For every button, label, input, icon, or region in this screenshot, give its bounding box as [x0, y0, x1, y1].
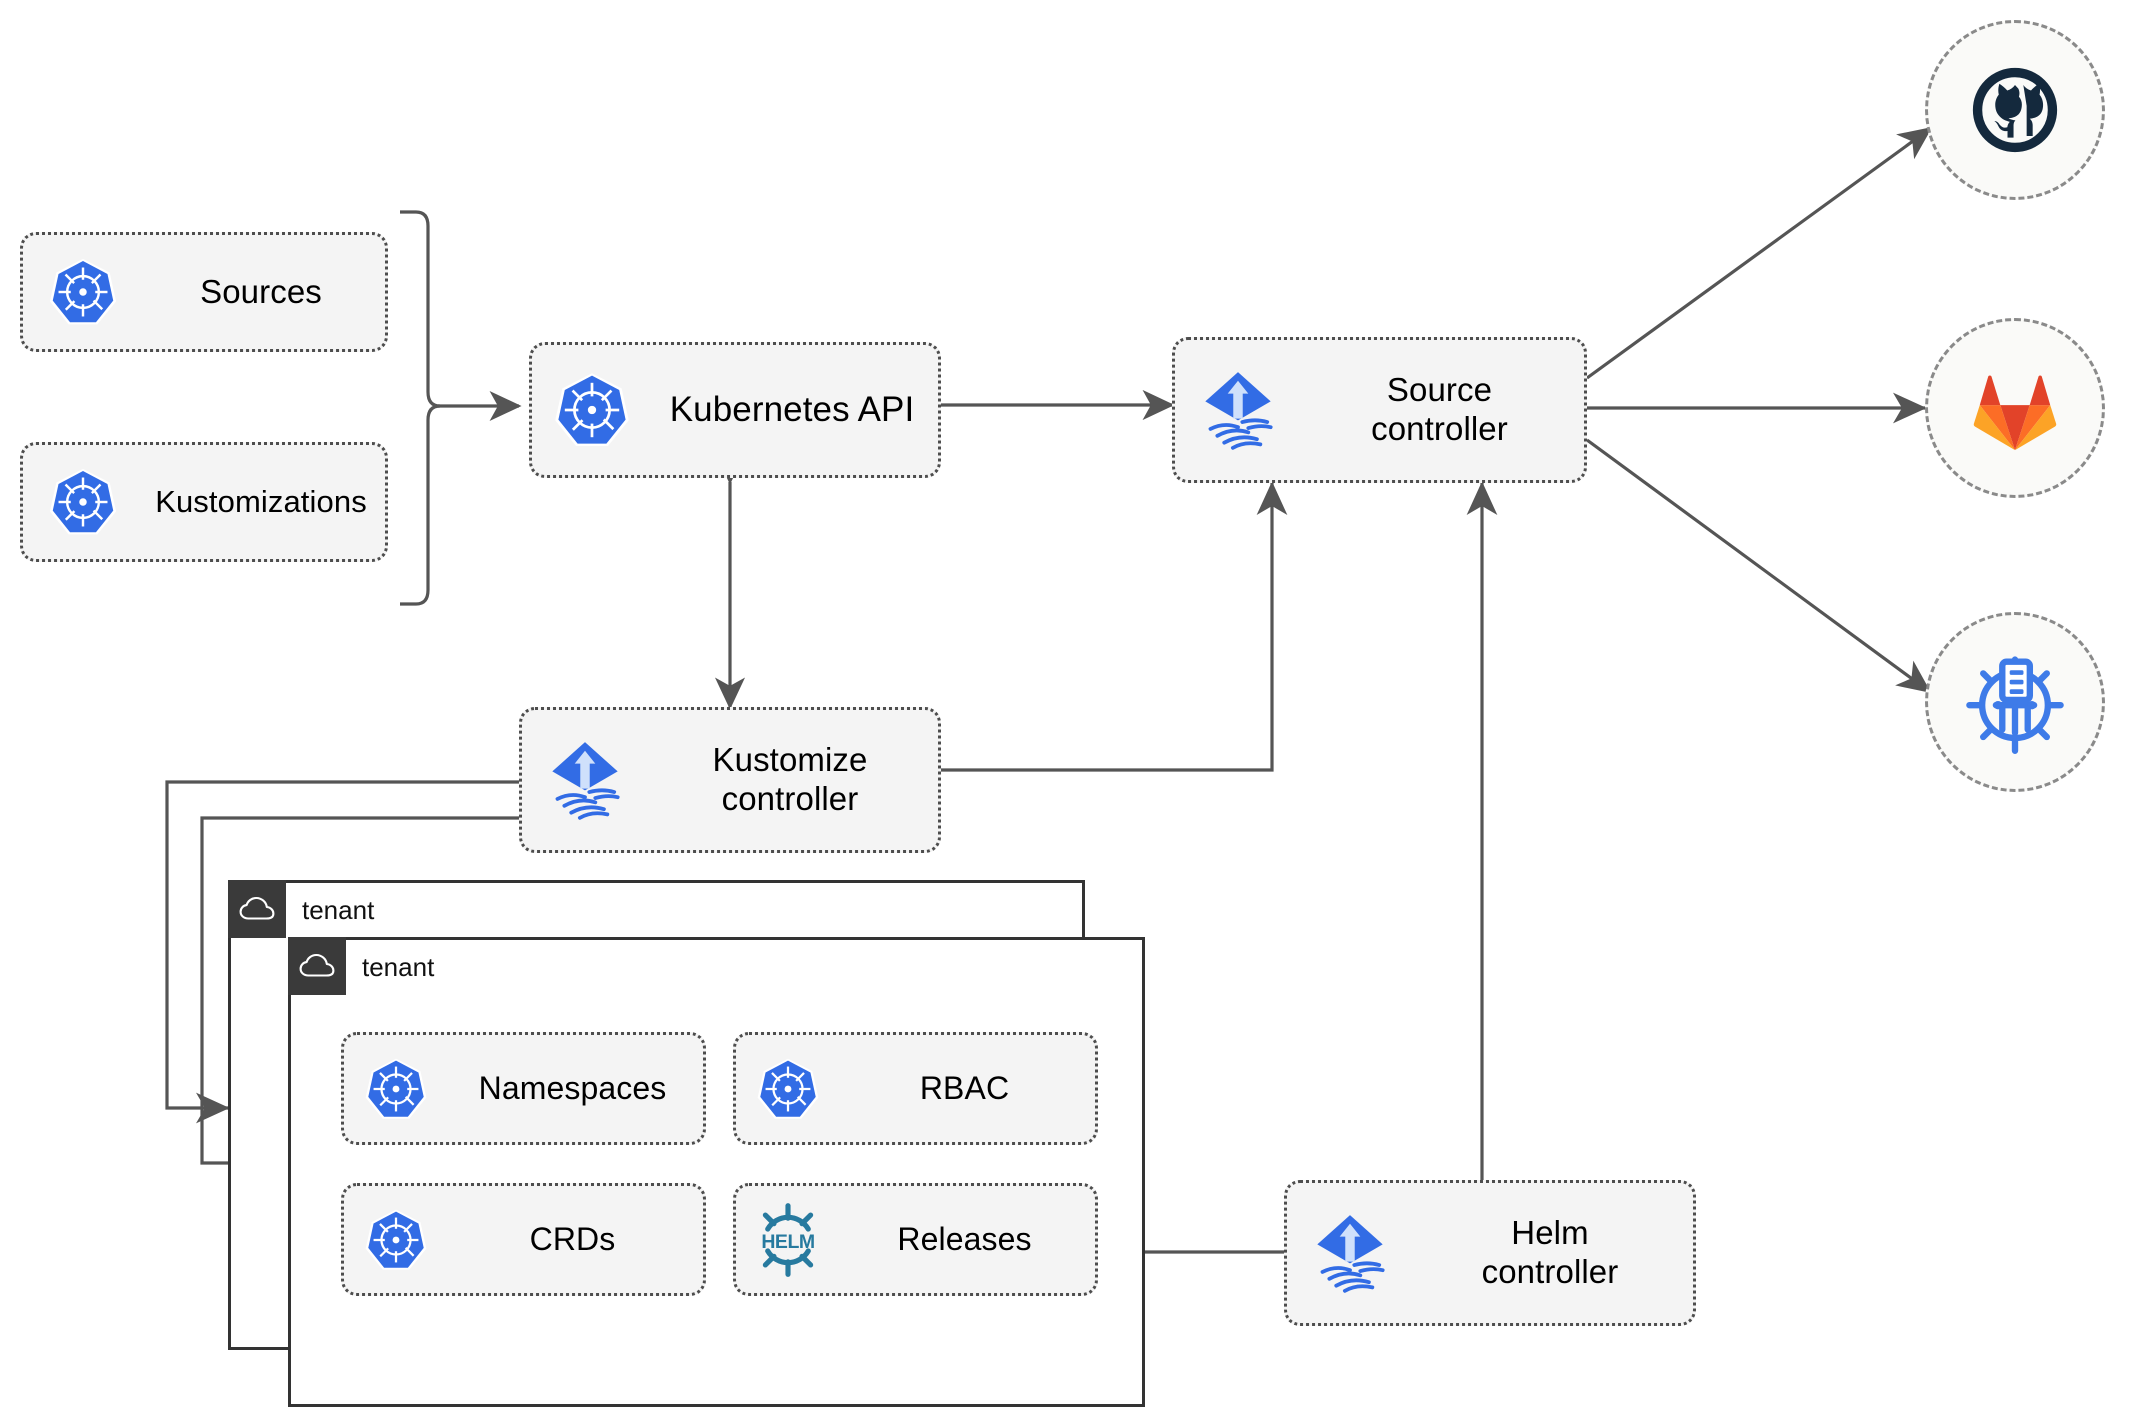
- tenant-tab-inner: tenant: [288, 937, 451, 995]
- node-label: CRDs: [529, 1220, 616, 1257]
- tenant-container-inner[interactable]: tenant: [288, 937, 1145, 1407]
- kubernetes-icon: [23, 256, 143, 328]
- gitlab-icon: [1973, 375, 2057, 451]
- kubernetes-icon: [344, 1056, 448, 1122]
- github-icon: [1972, 67, 2058, 153]
- node-label: Kubernetes API: [669, 390, 915, 430]
- node-helm-controller[interactable]: Helm controller: [1284, 1180, 1696, 1326]
- provider-gitlab[interactable]: [1925, 318, 2105, 498]
- provider-github[interactable]: [1925, 20, 2105, 200]
- helm-logo-icon: HELM: [736, 1201, 840, 1279]
- resource-bracket: [400, 210, 441, 606]
- wire-sourcectl-helmrepos: [1586, 438, 1932, 694]
- node-releases[interactable]: HELM Releases: [733, 1183, 1098, 1296]
- svg-text:HELM: HELM: [761, 1230, 814, 1252]
- tenant-label-outer: tenant: [286, 880, 391, 938]
- flux-icon: [1287, 1210, 1413, 1296]
- node-crds[interactable]: CRDs: [341, 1183, 706, 1296]
- node-label: Kustomize controller: [712, 741, 868, 817]
- kubernetes-icon: [736, 1056, 840, 1122]
- node-label: RBAC: [919, 1069, 1010, 1106]
- node-sources[interactable]: Sources: [20, 232, 388, 352]
- kubernetes-icon: [532, 370, 652, 450]
- provider-helm-repositories[interactable]: [1925, 612, 2105, 792]
- tenant-label-inner: tenant: [346, 937, 451, 995]
- node-label: Releases: [897, 1220, 1032, 1257]
- helm-chart-icon: [1966, 656, 2064, 754]
- kubernetes-icon: [344, 1207, 448, 1273]
- node-label: Kustomizations: [155, 483, 367, 519]
- node-label: Namespaces: [478, 1069, 667, 1106]
- node-kustomizations[interactable]: Kustomizations: [20, 442, 388, 562]
- node-label: Source controller: [1371, 371, 1508, 447]
- node-label: Sources: [200, 272, 322, 310]
- flux-icon: [522, 737, 648, 823]
- cloud-icon: [288, 937, 346, 995]
- node-source-controller[interactable]: Source controller: [1172, 337, 1587, 483]
- node-label: Helm controller: [1481, 1214, 1619, 1290]
- wire-kustomizectl-sourcectl: [941, 481, 1288, 772]
- flux-icon: [1175, 367, 1301, 453]
- node-kubernetes-api[interactable]: Kubernetes API: [529, 342, 941, 478]
- kubernetes-icon: [23, 466, 143, 538]
- cloud-icon: [228, 880, 286, 938]
- wire-sourcectl-github: [1586, 126, 1933, 380]
- node-namespaces[interactable]: Namespaces: [341, 1032, 706, 1145]
- node-kustomize-controller[interactable]: Kustomize controller: [519, 707, 941, 853]
- tenant-tab-outer: tenant: [228, 880, 391, 938]
- node-rbac[interactable]: RBAC: [733, 1032, 1098, 1145]
